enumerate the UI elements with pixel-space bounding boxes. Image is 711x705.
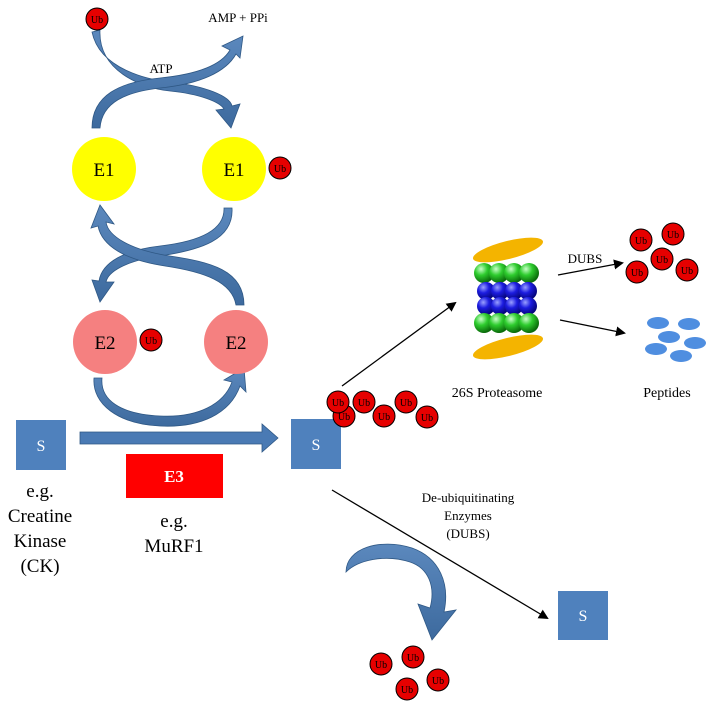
deubiquitinating-label: De-ubiquitinating Enzymes (DUBS) bbox=[422, 490, 515, 541]
e3-example: e.g. MuRF1 bbox=[144, 511, 203, 557]
proteasome-cap-bottom bbox=[473, 334, 543, 360]
free-ub-1: Ub bbox=[629, 228, 653, 252]
svg-text:Ub: Ub bbox=[332, 398, 344, 409]
to-peptides-arrow bbox=[559, 319, 626, 337]
substrate-example-line-2: Creatine bbox=[8, 506, 72, 527]
free-ub-cluster-bottom: Ub Ub Ub Ub bbox=[369, 645, 450, 701]
svg-text:Ub: Ub bbox=[378, 412, 390, 423]
deub-line-1: De-ubiquitinating bbox=[422, 490, 515, 505]
deub-line-3: (DUBS) bbox=[446, 526, 489, 541]
svg-text:Ub: Ub bbox=[401, 685, 413, 696]
svg-text:Ub: Ub bbox=[631, 268, 643, 279]
substrate-example-line-4: (CK) bbox=[20, 556, 59, 577]
amp-ppi-label: AMP + PPi bbox=[208, 10, 268, 25]
e2-to-substrate-arrow-group bbox=[93, 367, 247, 427]
ub-top: Ub bbox=[85, 7, 109, 31]
free-ub-2: Ub bbox=[661, 222, 685, 246]
e3-example-line-2: MuRF1 bbox=[144, 536, 203, 557]
thin-arrows bbox=[331, 259, 626, 620]
e2-ub-label: E2 bbox=[94, 333, 115, 354]
peptide-4 bbox=[684, 337, 706, 349]
ub-to-e1-arrow bbox=[91, 29, 241, 129]
e3-example-line-1: e.g. bbox=[160, 511, 187, 532]
ub-release-arrow bbox=[345, 543, 457, 641]
ub-chain-4: Ub bbox=[372, 404, 396, 428]
substrate-left: S bbox=[16, 420, 66, 470]
proteasome bbox=[473, 237, 543, 360]
svg-text:Ub: Ub bbox=[358, 398, 370, 409]
ub-chain-2: Ub bbox=[326, 390, 350, 414]
free-ub-cluster-top: Ub Ub Ub Ub Ub bbox=[625, 222, 699, 284]
svg-text:Ub: Ub bbox=[421, 413, 433, 424]
e1-e2-transfer-arrows bbox=[90, 204, 245, 306]
substrate-example: e.g. Creatine Kinase (CK) bbox=[8, 481, 72, 577]
peptide-1 bbox=[647, 317, 669, 329]
peptides bbox=[645, 317, 706, 362]
proteasome-core bbox=[474, 263, 539, 333]
e1-ub-label: E1 bbox=[223, 160, 244, 181]
substrate-example-line-3: Kinase bbox=[14, 531, 67, 552]
substrate-example-line-1: e.g. bbox=[26, 481, 53, 502]
e2-free-label: E2 bbox=[225, 333, 246, 354]
to-deubiquitinated-arrow bbox=[331, 489, 549, 620]
svg-text:Ub: Ub bbox=[432, 676, 444, 687]
peptide-3 bbox=[658, 331, 680, 343]
ub-chain-3: Ub bbox=[352, 390, 376, 414]
ub-top-label: Ub bbox=[91, 15, 103, 26]
svg-text:Ub: Ub bbox=[375, 660, 387, 671]
dubs-label: DUBS bbox=[568, 251, 603, 266]
svg-text:Ub: Ub bbox=[400, 398, 412, 409]
svg-text:Ub: Ub bbox=[667, 230, 679, 241]
svg-text:Ub: Ub bbox=[635, 236, 647, 247]
e1-to-amp-arrow bbox=[91, 35, 244, 129]
svg-text:Ub: Ub bbox=[681, 266, 693, 277]
to-dubs-ub-arrow bbox=[557, 259, 624, 276]
free-ub-5: Ub bbox=[675, 258, 699, 282]
svg-text:Ub: Ub bbox=[407, 653, 419, 664]
peptide-5 bbox=[645, 343, 667, 355]
free-ub-3: Ub bbox=[650, 247, 674, 271]
e3-label: E3 bbox=[164, 467, 184, 486]
substrate-deubiquitinated: S bbox=[558, 591, 608, 640]
proteasome-label: 26S Proteasome bbox=[452, 386, 543, 401]
e1-free-label: E1 bbox=[93, 160, 114, 181]
e1-ub-tag: Ub bbox=[274, 164, 286, 175]
substrate-deubiquitinated-label: S bbox=[579, 608, 588, 625]
substrate-ubiquitinated: S bbox=[291, 419, 341, 469]
polyubiquitin-chain: Ub Ub Ub Ub Ub Ub bbox=[326, 390, 439, 429]
substrate-conversion-arrow bbox=[79, 423, 279, 453]
atp-activation-arrows bbox=[91, 29, 244, 129]
e2-free: E2 bbox=[204, 310, 268, 374]
free-ub-4: Ub bbox=[625, 260, 649, 284]
svg-text:Ub: Ub bbox=[338, 412, 350, 423]
e2-to-e1-arrow bbox=[90, 204, 245, 306]
e2-to-substrate-arrow bbox=[93, 367, 247, 427]
peptide-2 bbox=[678, 318, 700, 330]
substrate-left-label: S bbox=[37, 438, 46, 455]
released-ub-2: Ub bbox=[401, 645, 425, 669]
released-ub-1: Ub bbox=[369, 652, 393, 676]
e2-ub-tag: Ub bbox=[145, 336, 157, 347]
ub-chain-5: Ub bbox=[394, 390, 418, 414]
e3-ligase: E3 bbox=[126, 454, 223, 498]
released-ub-4: Ub bbox=[395, 677, 419, 701]
e1-ub: E1 Ub bbox=[202, 137, 292, 201]
released-ub-3: Ub bbox=[426, 668, 450, 692]
peptides-label: Peptides bbox=[643, 386, 690, 401]
peptide-6 bbox=[670, 350, 692, 362]
e2-ub: E2 Ub bbox=[73, 310, 163, 374]
atp-label: ATP bbox=[149, 61, 172, 76]
svg-text:Ub: Ub bbox=[656, 255, 668, 266]
deub-line-2: Enzymes bbox=[444, 508, 492, 523]
to-proteasome-arrow bbox=[341, 301, 457, 387]
substrate-ubiquitinated-label: S bbox=[312, 437, 321, 454]
e1-free: E1 bbox=[72, 137, 136, 201]
ub-chain-6: Ub bbox=[415, 405, 439, 429]
proteasome-cap-top bbox=[473, 237, 543, 263]
